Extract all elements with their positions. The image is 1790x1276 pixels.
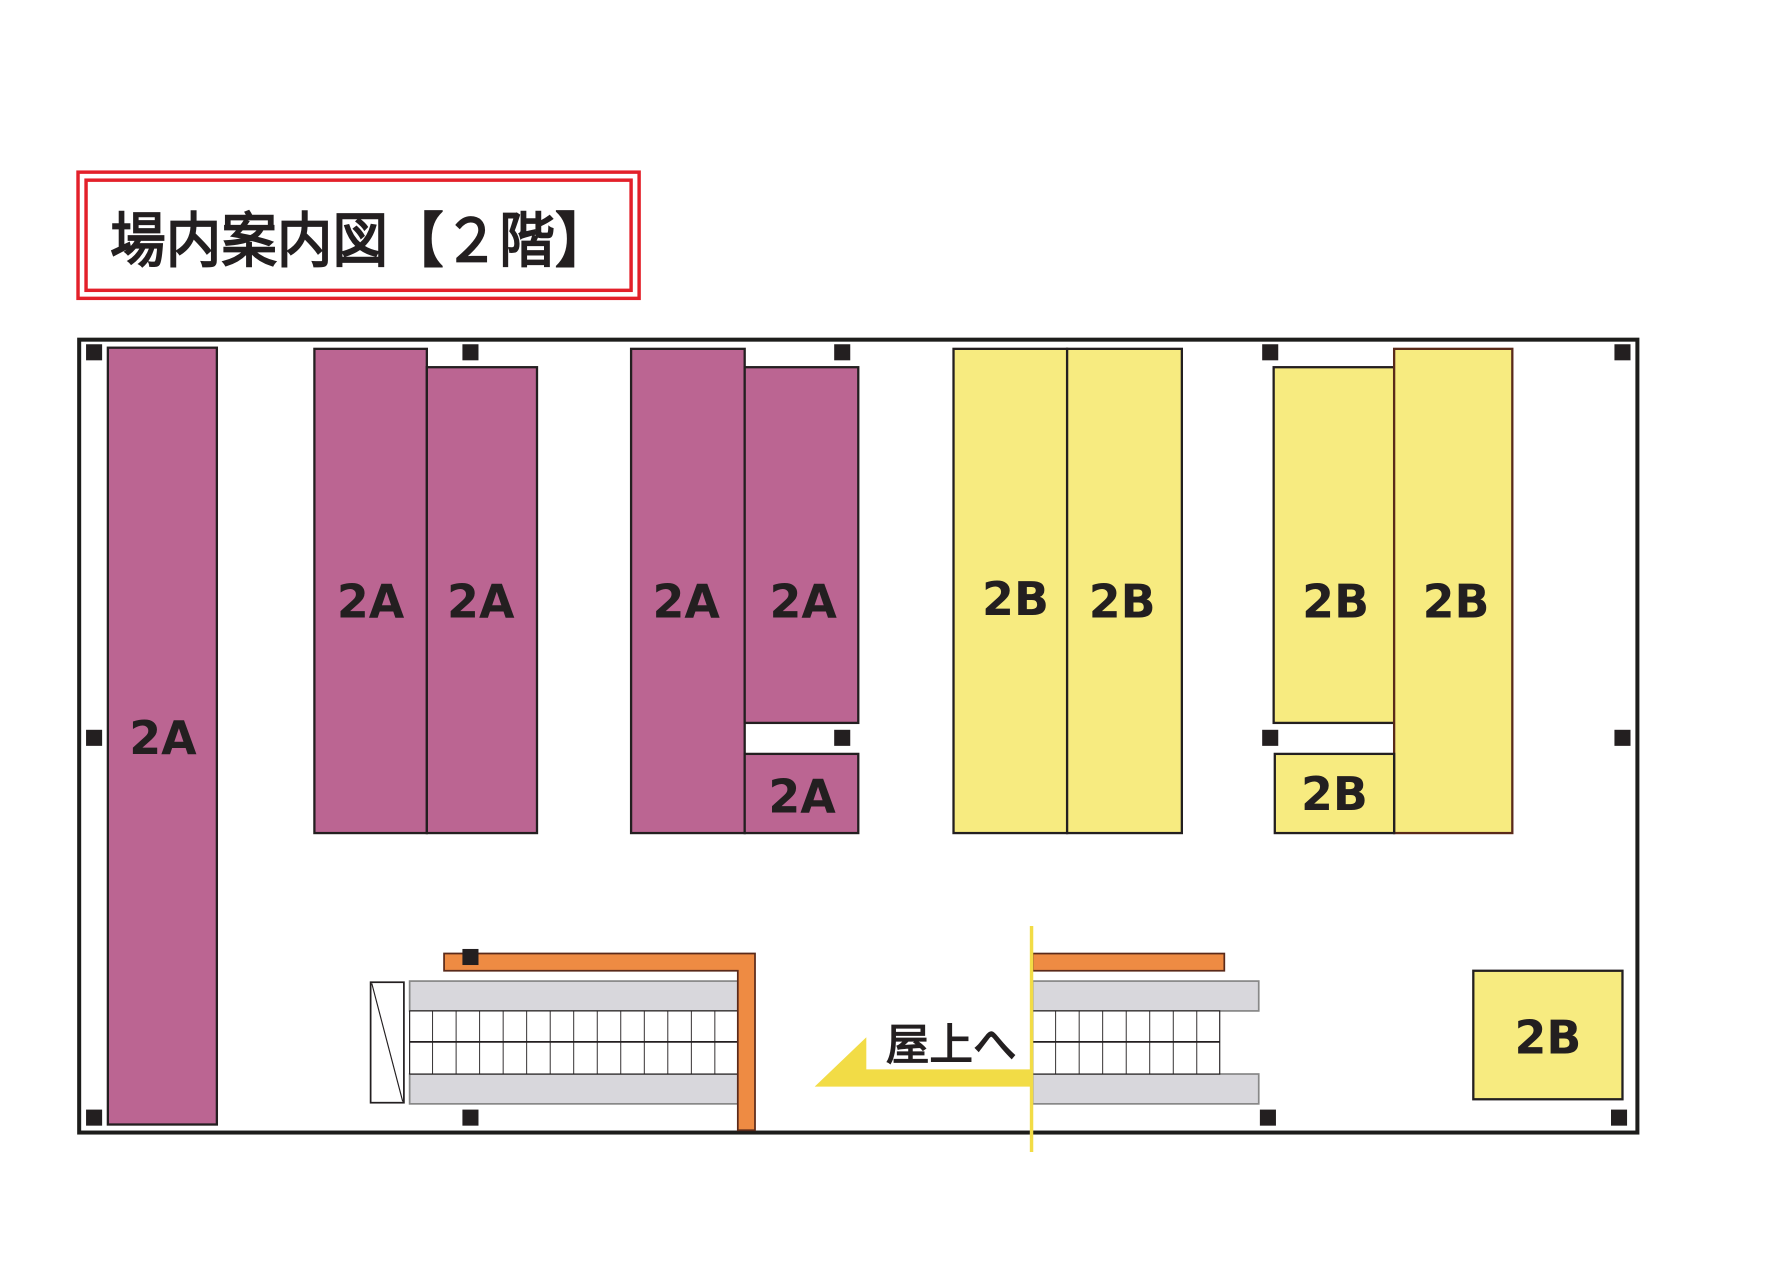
zone-label: 2A (447, 574, 515, 628)
pillar-icon (1614, 729, 1631, 746)
zone-label: 2A (769, 574, 837, 628)
rooftop-label: 屋上へ (886, 1021, 1017, 1071)
pillar-icon (834, 729, 851, 746)
zone-label: 2B (1514, 1010, 1581, 1064)
zone-label: 2A (337, 574, 405, 628)
pillar-icon (86, 729, 103, 746)
zone-2a[interactable]: 2A (743, 752, 860, 835)
zone-label: 2A (129, 711, 197, 765)
page-title: 場内案内図【２階】 (110, 208, 610, 277)
zone-label: 2A (768, 769, 836, 823)
pillar-icon (462, 1109, 479, 1126)
zone-2a[interactable]: 2A (629, 347, 746, 835)
zone-2a[interactable]: 2A (106, 346, 219, 1126)
zone-2b[interactable]: 2B (952, 347, 1069, 835)
zone-label: 2A (652, 574, 720, 628)
zone-2b[interactable]: 2B (1273, 752, 1396, 835)
zone-label: 2B (982, 572, 1049, 626)
pillar-icon (86, 344, 103, 361)
zone-2b[interactable]: 2B (1272, 366, 1396, 725)
zone-2b[interactable]: 2B (1392, 347, 1514, 835)
zone-label: 2B (1089, 574, 1156, 628)
pillar-icon (462, 948, 479, 966)
escalator-rail (1031, 952, 1226, 972)
escalator-rail (443, 952, 756, 1132)
zone-2a[interactable]: 2A (743, 366, 860, 725)
pillar-icon (1614, 344, 1631, 361)
title-box: 場内案内図【２階】 (76, 170, 641, 301)
zone-2b[interactable]: 2B (1065, 347, 1184, 835)
zone-label: 2B (1302, 574, 1369, 628)
pillar-icon (1259, 1109, 1276, 1126)
arrow-left-icon (814, 1037, 1032, 1087)
zone-2b[interactable]: 2B (1472, 969, 1624, 1101)
pillar-icon (462, 344, 479, 361)
escalator-left (369, 952, 756, 1132)
zone-label: 2B (1423, 574, 1490, 628)
escalator-steps (409, 1010, 739, 1075)
pillar-icon (834, 344, 851, 361)
pillar-icon (1262, 344, 1279, 361)
zone-2a[interactable]: 2A (313, 347, 428, 835)
escalator-steps (1032, 1010, 1221, 1075)
zone-label: 2B (1301, 767, 1368, 821)
zone-2a[interactable]: 2A (425, 366, 539, 835)
pillar-icon (1611, 1109, 1628, 1126)
escalator-right (1031, 952, 1260, 1105)
pillar-icon (86, 1109, 103, 1126)
pillar-icon (1262, 729, 1279, 746)
